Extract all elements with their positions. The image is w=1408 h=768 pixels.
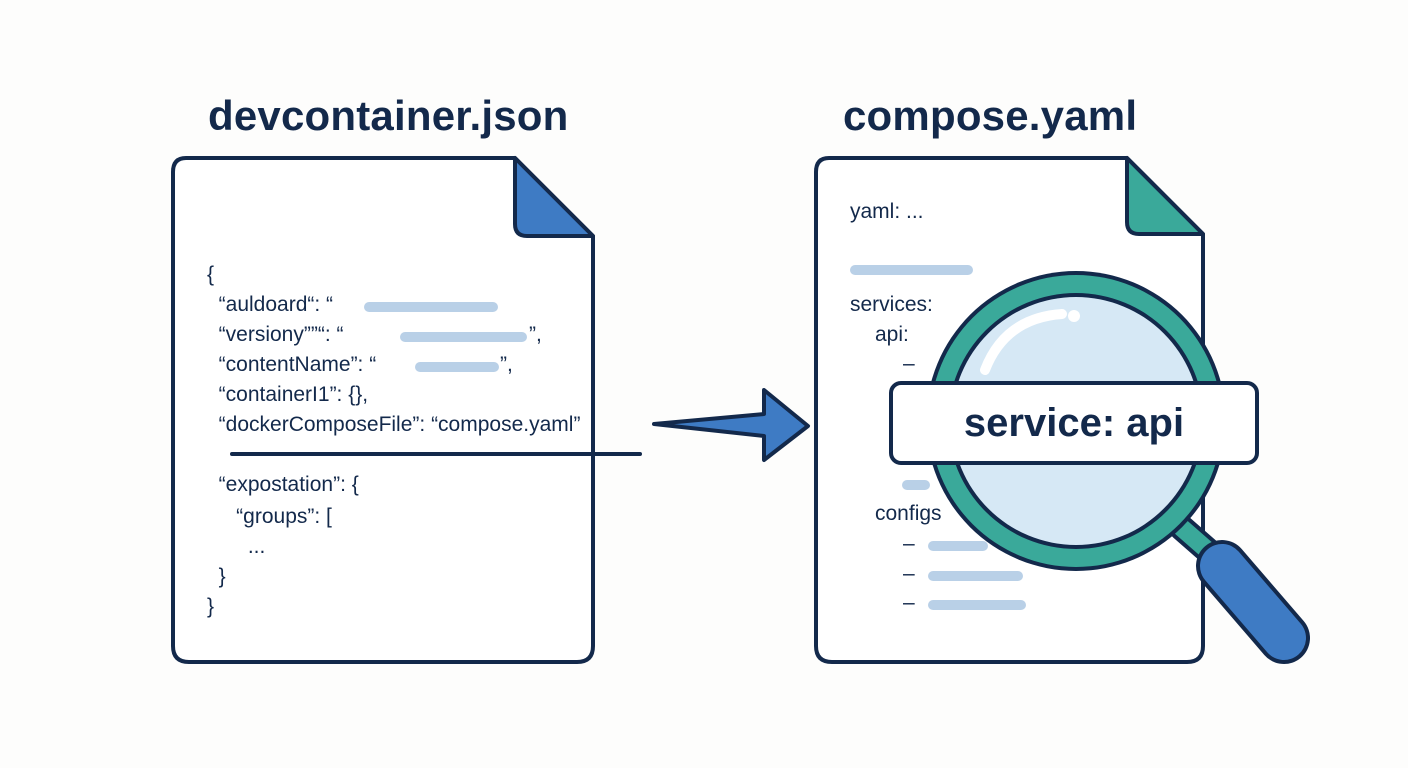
compose-title: compose.yaml — [843, 92, 1138, 139]
folded-corner-icon — [513, 156, 595, 238]
json-line-3: “contentName”: “ — [207, 353, 377, 376]
devcontainer-document — [171, 156, 595, 664]
placeholder-bar — [400, 332, 527, 342]
placeholder-bar — [415, 362, 499, 372]
yaml-dash: – — [903, 591, 915, 614]
callout-label: service: api — [963, 400, 1185, 445]
yaml-line-configs: configs — [875, 502, 942, 525]
json-line-close-brace: } — [207, 595, 215, 618]
yaml-line-services: services: — [850, 293, 933, 316]
placeholder-bar — [928, 600, 1026, 610]
placeholder-bar — [902, 480, 930, 490]
placeholder-bar — [928, 571, 1023, 581]
yaml-dash: – — [903, 352, 915, 375]
json-line-docker-compose-file: “dockerComposeFile”: “compose.yaml” — [207, 413, 581, 436]
folded-corner-icon — [1125, 156, 1205, 236]
json-line-2: “versiony””“: “ — [207, 323, 344, 346]
arrow-icon — [652, 388, 810, 462]
json-line-2-suffix: ”, — [529, 323, 542, 346]
yaml-line-api: api: — [875, 323, 909, 346]
json-line-4: “containerI1”: {}, — [207, 383, 369, 406]
yaml-dash: – — [903, 562, 915, 585]
placeholder-bar — [928, 541, 988, 551]
json-line-8: ... — [207, 535, 266, 558]
yaml-dash: – — [903, 532, 915, 555]
json-line-open-brace: { — [207, 263, 215, 286]
placeholder-bar — [850, 265, 973, 275]
json-line-6: “expostation”: { — [207, 473, 359, 496]
json-line-9: } — [207, 565, 226, 588]
yaml-line-header: yaml: ... — [850, 200, 924, 223]
json-line-7: “groups”: [ — [207, 505, 332, 528]
json-line-3-suffix: ”, — [500, 353, 513, 376]
devcontainer-title: devcontainer.json — [208, 92, 569, 139]
json-line-1: “auldoard“: “ — [207, 293, 334, 316]
service-api-callout: service: api — [889, 381, 1259, 465]
placeholder-bar — [364, 302, 498, 312]
